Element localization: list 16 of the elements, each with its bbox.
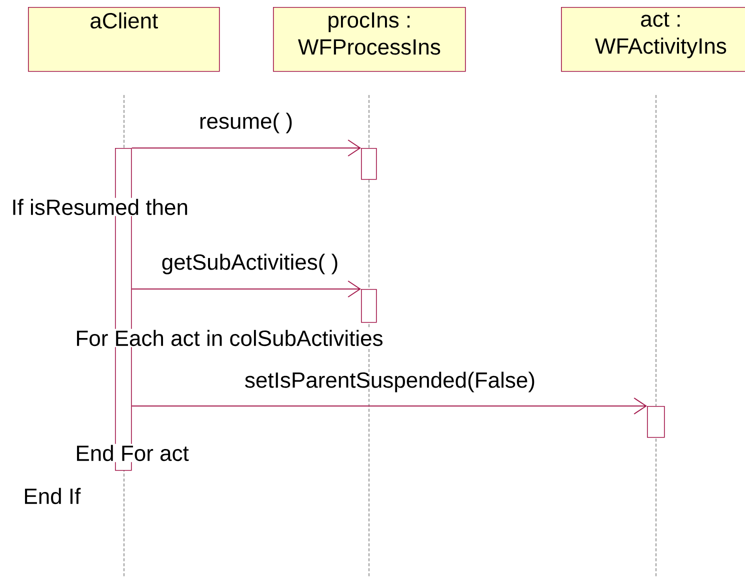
pseudocode-text: End For act bbox=[74, 444, 190, 462]
activation-bar bbox=[647, 406, 665, 438]
message-label: setIsParentSuspended(False) bbox=[245, 372, 534, 392]
activation-bar bbox=[361, 148, 377, 180]
activation-bar bbox=[361, 289, 377, 323]
pseudocode-text: End If bbox=[22, 486, 82, 506]
pseudocode-text: If isResumed then bbox=[10, 198, 190, 216]
message-arrow bbox=[131, 280, 361, 298]
object-box: procIns : WFProcessIns bbox=[273, 7, 466, 72]
message-arrow bbox=[131, 398, 647, 414]
message-label: getSubActivities( ) bbox=[162, 254, 338, 274]
message-label: resume( ) bbox=[200, 112, 292, 134]
object-box: act : WFActivityIns bbox=[561, 7, 745, 72]
message-arrow bbox=[131, 140, 361, 156]
object-box: aClient bbox=[28, 7, 220, 72]
pseudocode-text: For Each act in colSubActivities bbox=[74, 328, 384, 348]
